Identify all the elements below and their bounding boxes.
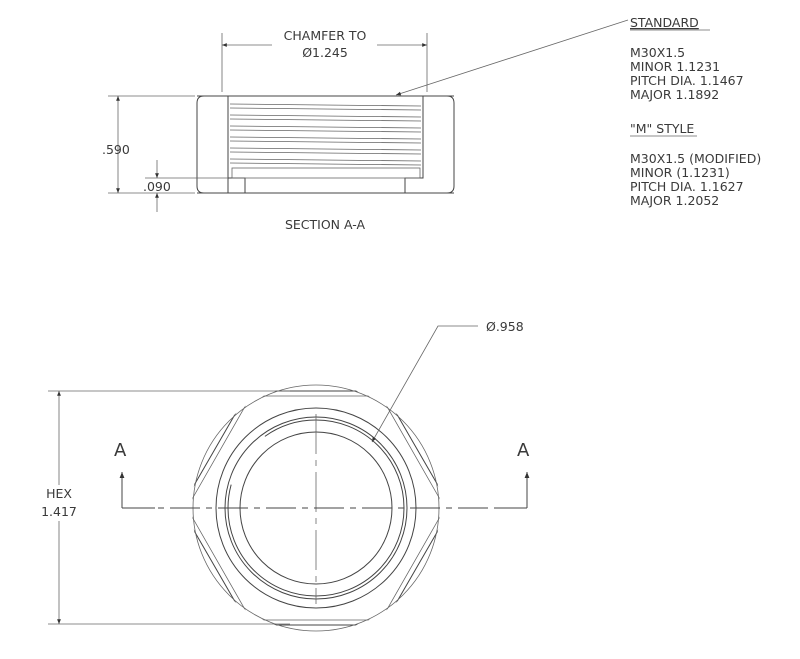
section-mark-right: A	[517, 440, 530, 461]
bore-dim: Ø.958	[486, 319, 524, 334]
thread-lines	[229, 103, 422, 179]
standard-heading: STANDARD	[630, 15, 699, 30]
chamfer-label: CHAMFER TO	[284, 28, 367, 43]
hex-label: HEX	[46, 486, 72, 501]
standard-line: M30X1.5	[630, 45, 685, 60]
m-style-line: MINOR (1.1231)	[630, 165, 730, 180]
chamfer-value: Ø1.245	[302, 45, 348, 60]
m-style-line: MAJOR 1.2052	[630, 193, 719, 208]
section-mark-left: A	[114, 440, 127, 461]
standard-line: MINOR 1.1231	[630, 59, 720, 74]
top-view: A A Ø.958 HEX 1.417	[40, 319, 530, 632]
height-dim: .590	[102, 142, 130, 157]
hex-value: 1.417	[41, 504, 77, 519]
left-relief-wall	[228, 177, 246, 194]
section-title: SECTION A-A	[285, 217, 366, 232]
right-wall	[404, 95, 455, 194]
left-wall	[196, 95, 229, 194]
relief-dim: .090	[143, 179, 171, 194]
standard-line: MAJOR 1.1892	[630, 87, 719, 102]
thread-notes: STANDARD M30X1.5 MINOR 1.1231 PITCH DIA.…	[630, 15, 761, 208]
m-style-line: PITCH DIA. 1.1627	[630, 179, 744, 194]
m-style-heading: "M" STYLE	[630, 121, 694, 136]
m-style-line: M30X1.5 (MODIFIED)	[630, 151, 761, 166]
standard-line: PITCH DIA. 1.1467	[630, 73, 744, 88]
section-view: CHAMFER TO Ø1.245 .590 .090 SECTION A-A	[102, 19, 629, 232]
